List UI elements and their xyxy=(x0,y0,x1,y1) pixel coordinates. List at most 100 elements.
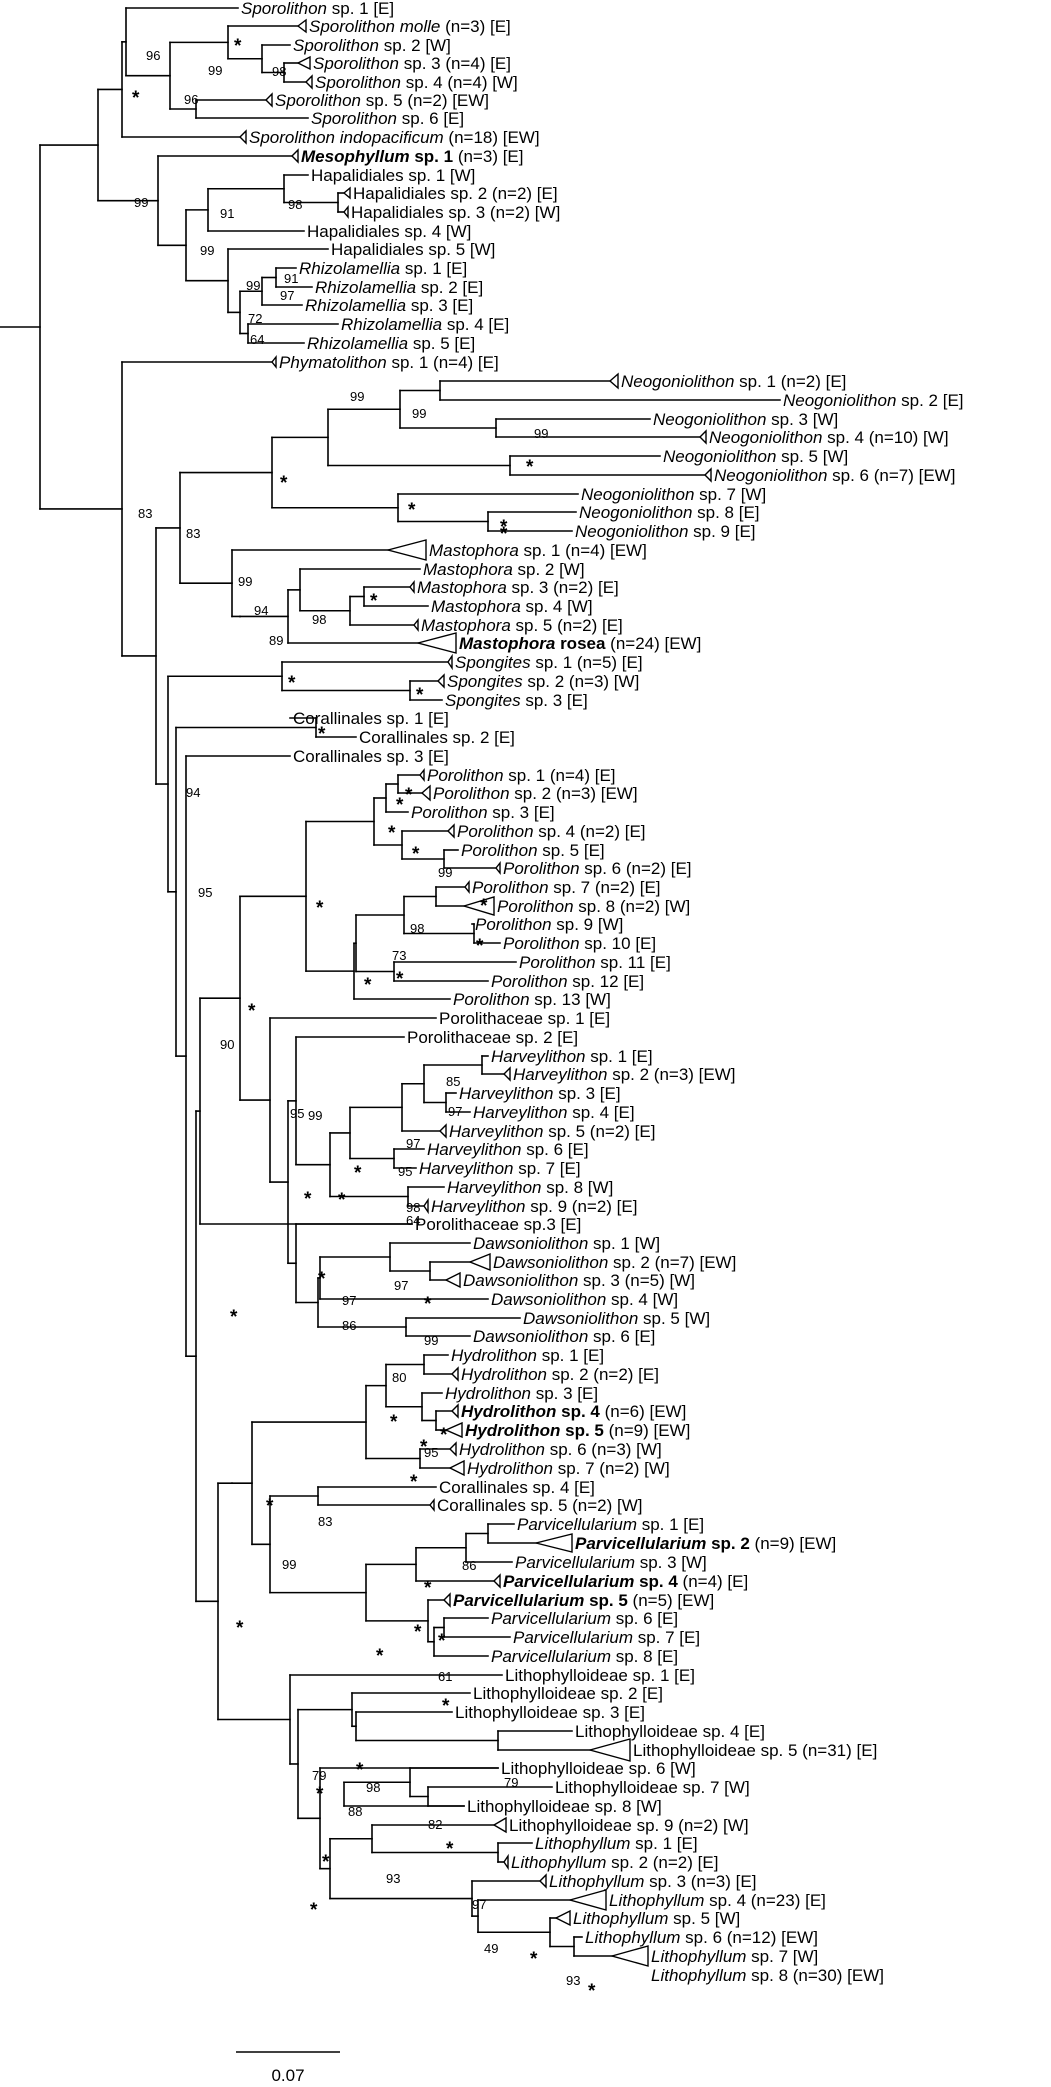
collapsed-clade-wedge xyxy=(554,1909,571,1927)
taxon-genus: Neogoniolithon xyxy=(621,372,734,391)
support-value: 88 xyxy=(348,1804,362,1819)
taxon-label: Lithophyllum sp. 5 [W] xyxy=(573,1909,740,1928)
support-value: 89 xyxy=(269,633,283,648)
taxon-rest: sp. 3 (n=4) [E] xyxy=(399,54,511,73)
support-star: * xyxy=(500,517,508,538)
taxon-label: Rhizolamellia sp. 2 [E] xyxy=(315,278,483,297)
taxon-genus: Dawsoniolithon xyxy=(463,1271,578,1290)
taxon-label: Dawsoniolithon sp. 1 [W] xyxy=(473,1234,660,1253)
support-star: * xyxy=(414,1622,422,1643)
taxon-label: Hapalidiales sp. 5 [W] xyxy=(331,240,495,259)
taxon-label: Rhizolamellia sp. 5 [E] xyxy=(307,334,475,353)
support-star: * xyxy=(440,1425,448,1446)
taxon-rest: sp. 3 (n=5) [W] xyxy=(578,1271,695,1290)
collapsed-clade-wedge xyxy=(415,632,457,654)
taxon-rest: sp. 10 [E] xyxy=(580,934,657,953)
support-star: * xyxy=(234,36,242,57)
taxon-rest: sp. 6 [E] xyxy=(611,1609,678,1628)
taxon-rest: (n=24) [EW] xyxy=(605,634,701,653)
taxon-genus: Porolithon xyxy=(472,878,549,897)
support-star: * xyxy=(266,1496,274,1517)
taxon-rest: sp. 1 [E] xyxy=(630,1834,697,1853)
taxon-rest: sp. 2 [E] xyxy=(416,278,483,297)
collapsed-clade-wedge xyxy=(492,1816,507,1834)
support-value: 97 xyxy=(280,288,294,303)
taxon-rest: Lithophylloideae sp. 9 (n=2) [W] xyxy=(509,1816,749,1835)
taxon-label: Hapalidiales sp. 1 [W] xyxy=(311,166,475,185)
taxon-label: Porolithon sp. 10 [E] xyxy=(503,934,656,953)
taxon-genus: Parvicellularium xyxy=(515,1553,635,1572)
support-star: * xyxy=(405,785,413,806)
support-value: 83 xyxy=(138,506,152,521)
taxon-label: Sporolithon sp. 5 (n=2) [EW] xyxy=(275,91,489,110)
collapsed-clade-wedge xyxy=(437,673,445,689)
tree-branches xyxy=(0,7,781,1957)
collapsed-clade-wedge xyxy=(419,768,425,782)
taxon-rest: sp. 9 (n=2) [E] xyxy=(526,1197,638,1216)
taxon-genus: Spongites xyxy=(447,672,523,691)
taxon-genus: Rhizolamellia xyxy=(307,334,408,353)
taxon-genus: Harveylithon xyxy=(419,1159,514,1178)
taxon-genus: Neogoniolithon xyxy=(663,447,776,466)
support-star: * xyxy=(416,685,424,706)
taxon-rest: sp. 2 (n=7) [EW] xyxy=(608,1253,736,1272)
collapsed-clade-wedge xyxy=(444,1271,461,1289)
taxon-label: Porolithon sp. 7 (n=2) [E] xyxy=(472,878,661,897)
support-star: * xyxy=(370,591,378,612)
taxon-label: Sporolithon sp. 3 (n=4) [E] xyxy=(313,54,511,73)
collapsed-clade-wedge xyxy=(239,129,247,145)
taxon-rest: sp. 4 (n=2) [E] xyxy=(534,822,646,841)
taxon-rest: sp. 7 (n=2) [E] xyxy=(549,878,661,897)
support-value: 83 xyxy=(186,526,200,541)
collapsed-clade-wedge xyxy=(271,355,277,369)
taxon-epithet: molle xyxy=(395,17,440,36)
taxon-label: Dawsoniolithon sp. 3 (n=5) [W] xyxy=(463,1271,695,1290)
taxon-rest: Hapalidiales sp. 4 [W] xyxy=(307,222,471,241)
taxon-label: Parvicellularium sp. 1 [E] xyxy=(517,1515,704,1534)
taxon-label: Porolithon sp. 2 (n=3) [EW] xyxy=(433,784,638,803)
support-value: 99 xyxy=(238,574,252,589)
taxon-genus: Harveylithon xyxy=(491,1047,586,1066)
taxon-rest: sp. 8 (n=2) [W] xyxy=(574,897,691,916)
taxon-rest: (n=5) [EW] xyxy=(628,1591,714,1610)
support-star: * xyxy=(396,795,404,816)
taxon-rest: sp. 6 (n=2) [E] xyxy=(580,859,692,878)
taxon-rest: Corallinales sp. 3 [E] xyxy=(293,747,449,766)
taxon-label: Hapalidiales sp. 4 [W] xyxy=(307,222,471,241)
taxon-label: Corallinales sp. 4 [E] xyxy=(439,1478,595,1497)
collapsed-clade-wedge xyxy=(451,1366,459,1382)
taxon-genus: Dawsoniolithon xyxy=(473,1234,588,1253)
taxon-label: Porolithaceae sp. 2 [E] xyxy=(407,1028,578,1047)
taxon-label: Lithophyllum sp. 8 (n=30) [EW] xyxy=(651,1966,884,1985)
taxon-rest: Lithophylloideae sp. 6 [W] xyxy=(501,1759,696,1778)
taxon-genus: Hydrolithon xyxy=(451,1346,537,1365)
taxon-label: Parvicellularium sp. 6 [E] xyxy=(491,1609,678,1628)
support-value: 97 xyxy=(406,1136,420,1151)
taxon-rest: sp. 1 [E] xyxy=(586,1047,653,1066)
taxon-genus: Dawsoniolithon xyxy=(473,1327,588,1346)
collapsed-clade-wedge xyxy=(342,186,351,200)
taxon-genus: Parvicellularium xyxy=(513,1628,633,1647)
support-value: 61 xyxy=(438,1669,452,1684)
taxon-label: Corallinales sp. 5 (n=2) [W] xyxy=(437,1496,643,1515)
taxon-label: Mastophora sp. 1 (n=4) [EW] xyxy=(429,541,647,560)
taxon-rest: sp. 9 [E] xyxy=(688,522,755,541)
taxon-rest: sp. 3 [W] xyxy=(635,1553,707,1572)
taxon-label: Harveylithon sp. 3 [E] xyxy=(459,1084,621,1103)
taxon-epithet: sp. 4 xyxy=(634,1572,678,1591)
support-star: * xyxy=(316,898,324,919)
support-star: * xyxy=(354,1163,362,1184)
support-value: 64 xyxy=(250,332,264,347)
taxon-genus: Hydrolithon xyxy=(445,1384,531,1403)
taxon-label: Hydrolithon sp. 1 [E] xyxy=(451,1346,604,1365)
taxon-genus: Parvicellularium xyxy=(517,1515,637,1534)
taxon-rest: sp. 12 [E] xyxy=(568,972,645,991)
support-star: * xyxy=(412,844,420,865)
taxon-label: Porolithon sp. 4 (n=2) [E] xyxy=(457,822,646,841)
taxon-rest: sp. 5 [E] xyxy=(408,334,475,353)
support-star: * xyxy=(322,1852,330,1873)
taxon-label: Parvicellularium sp. 5 (n=5) [EW] xyxy=(453,1591,714,1610)
taxon-genus: Harveylithon xyxy=(513,1065,608,1084)
support-star: * xyxy=(280,473,288,494)
